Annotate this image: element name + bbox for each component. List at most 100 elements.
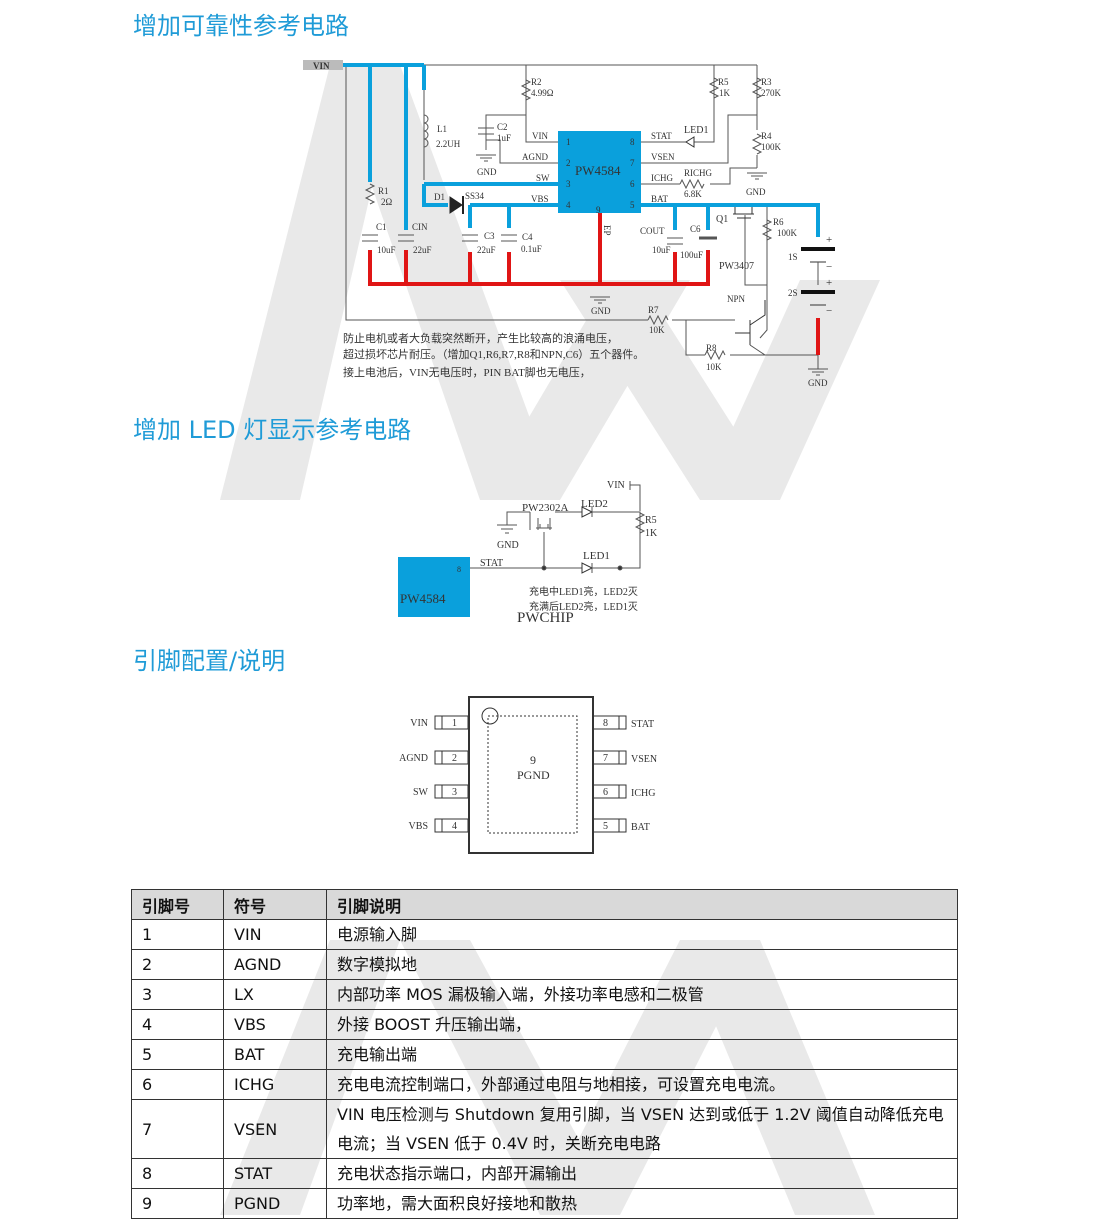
- svg-text:VBS: VBS: [409, 821, 428, 832]
- pin-symbol: AGND: [223, 949, 327, 980]
- pin-number: 5: [131, 1039, 224, 1070]
- led-icon: [685, 136, 695, 148]
- package-labels: 9 PGND 1 2 3 4 VIN AGND SW VBS 8 7 6 5 S…: [399, 718, 657, 833]
- heading-pin-config: 引脚配置/说明: [133, 647, 286, 675]
- header-symbol: 符号: [223, 889, 327, 920]
- svg-text:1S: 1S: [788, 252, 798, 262]
- svg-text:6: 6: [630, 179, 635, 189]
- svg-text:GND: GND: [746, 187, 766, 197]
- led-circuit-labels: PW4584 8 STAT LED1 LED2 PW2302A GND VIN …: [400, 480, 658, 626]
- svg-text:ICHG: ICHG: [631, 788, 655, 799]
- svg-text:4: 4: [566, 200, 571, 210]
- pwchip-watermark: PWCHIP: [517, 610, 574, 626]
- reliability-circuit: [303, 60, 835, 376]
- svg-text:8: 8: [603, 718, 608, 729]
- pin-number: 4: [131, 1009, 224, 1040]
- pin-description: 数字模拟地: [326, 949, 958, 980]
- svg-text:NPN: NPN: [727, 294, 746, 304]
- svg-text:VBS: VBS: [531, 194, 549, 204]
- svg-text:10uF: 10uF: [377, 245, 396, 255]
- svg-text:STAT: STAT: [631, 719, 654, 730]
- svg-text:D1: D1: [434, 192, 445, 202]
- pin-description: 充电状态指示端口，内部开漏输出: [326, 1158, 958, 1189]
- svg-text:2S: 2S: [788, 288, 798, 298]
- package-diagram: [434, 696, 627, 854]
- svg-text:10uF: 10uF: [652, 245, 671, 255]
- svg-text:PGND: PGND: [517, 768, 550, 782]
- pin-description: VIN 电压检测与 Shutdown 复用引脚，当 VSEN 达到或低于 1.2…: [326, 1099, 958, 1159]
- svg-text:GND: GND: [477, 167, 497, 177]
- svg-text:2Ω: 2Ω: [381, 197, 393, 207]
- svg-text:2: 2: [452, 753, 457, 764]
- svg-text:8: 8: [630, 137, 635, 147]
- svg-text:1: 1: [452, 718, 457, 729]
- pin-description: 电源输入脚: [326, 919, 958, 950]
- svg-text:PW4584: PW4584: [575, 163, 621, 178]
- svg-text:R5: R5: [718, 77, 729, 87]
- svg-text:22uF: 22uF: [477, 245, 496, 255]
- svg-text:5: 5: [630, 200, 635, 210]
- pin-description: 外接 BOOST 升压输出端，: [326, 1009, 958, 1040]
- svg-text:充满后LED2亮，LED1灭: 充满后LED2亮，LED1灭: [529, 600, 638, 613]
- svg-text:VIN: VIN: [410, 718, 428, 729]
- svg-text:R6: R6: [773, 217, 784, 227]
- svg-text:10K: 10K: [649, 325, 665, 335]
- svg-text:PW3407: PW3407: [719, 261, 754, 272]
- pin-number: 7: [131, 1099, 224, 1159]
- pin-number: 8: [131, 1158, 224, 1189]
- svg-text:C6: C6: [690, 224, 701, 234]
- svg-text:C1: C1: [376, 222, 387, 232]
- header-description: 引脚说明: [326, 889, 958, 920]
- svg-text:EP: EP: [602, 225, 612, 236]
- pin-number: 3: [131, 979, 224, 1010]
- header-pin-number: 引脚号: [131, 889, 224, 920]
- svg-text:7: 7: [603, 753, 608, 764]
- pin-description: 充电电流控制端口，外部通过电阻与地相接，可设置充电电流。: [326, 1069, 958, 1100]
- svg-text:AGND: AGND: [399, 753, 428, 764]
- note-line: 接上电池后，VIN无电压时，PIN BAT脚也无电压，: [343, 365, 591, 379]
- svg-text:AGND: AGND: [522, 152, 548, 162]
- svg-text:LED1: LED1: [684, 125, 708, 136]
- svg-text:SW: SW: [536, 173, 550, 183]
- svg-text:+: +: [826, 277, 832, 289]
- svg-text:6: 6: [603, 787, 608, 798]
- pin-description: 内部功率 MOS 漏极输入端，外接功率电感和二极管: [326, 979, 958, 1010]
- svg-text:STAT: STAT: [480, 558, 503, 569]
- svg-text:C4: C4: [522, 232, 533, 242]
- svg-text:7: 7: [630, 158, 635, 168]
- svg-text:Q1: Q1: [716, 214, 728, 225]
- svg-text:R8: R8: [706, 343, 717, 353]
- svg-text:充电中LED1亮，LED2灭: 充电中LED1亮，LED2灭: [529, 585, 638, 598]
- svg-text:GND: GND: [591, 306, 611, 316]
- svg-text:BAT: BAT: [651, 194, 669, 204]
- svg-text:1K: 1K: [645, 528, 658, 539]
- note-line: 超过损坏芯片耐压。（增加Q1,R6,R7,R8和NPN,C6）五个器件。: [343, 347, 644, 361]
- svg-text:LED2: LED2: [581, 498, 608, 510]
- svg-text:−: −: [826, 261, 832, 273]
- svg-text:SS34: SS34: [465, 191, 485, 201]
- svg-text:VIN: VIN: [532, 131, 548, 141]
- pin-symbol: BAT: [223, 1039, 327, 1070]
- heading-led-circuit: 增加 LED 灯显示参考电路: [133, 416, 412, 444]
- svg-text:6.8K: 6.8K: [684, 189, 702, 199]
- heading-reliability-circuit: 增加可靠性参考电路: [133, 12, 349, 40]
- svg-text:GND: GND: [497, 540, 519, 551]
- svg-text:ICHG: ICHG: [651, 173, 673, 183]
- svg-text:1: 1: [566, 137, 571, 147]
- svg-text:2.2UH: 2.2UH: [436, 139, 461, 149]
- svg-text:C2: C2: [497, 122, 508, 132]
- svg-text:R2: R2: [531, 77, 542, 87]
- svg-text:2: 2: [566, 158, 571, 168]
- svg-text:L1: L1: [437, 124, 447, 134]
- table-header-row: 引脚号 符号 引脚说明: [131, 889, 958, 920]
- svg-text:STAT: STAT: [651, 131, 672, 141]
- pw4584-chip: [558, 131, 641, 213]
- led1-icon: [581, 562, 594, 574]
